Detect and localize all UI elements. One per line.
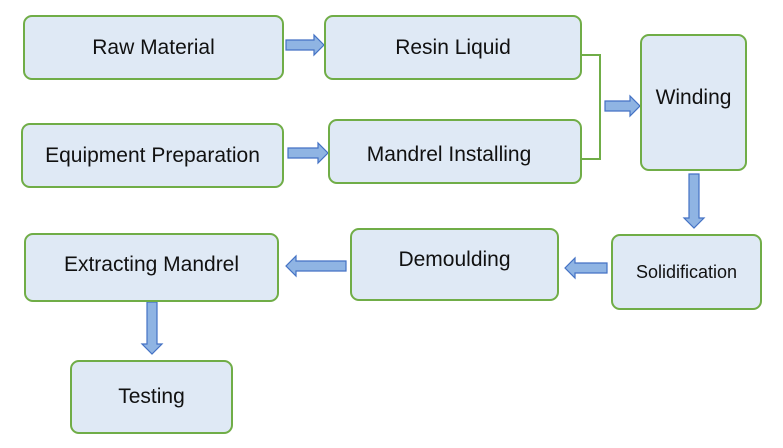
node-testing: Testing — [70, 360, 233, 434]
node-demoulding-label: Demoulding — [398, 247, 511, 271]
arrow-merge-to-winding — [604, 94, 641, 118]
arrow-winding-to-solidification — [682, 173, 706, 229]
node-solidification-label: Solidification — [635, 261, 738, 282]
node-mandrel-installing-label: Mandrel Installing — [366, 142, 532, 166]
node-extracting-mandrel: Extracting Mandrel — [24, 233, 279, 302]
arrow-extracting-to-testing — [140, 301, 164, 355]
arrow-solidification-to-demoulding — [564, 256, 608, 280]
node-resin-liquid-label: Resin Liquid — [395, 35, 511, 59]
node-raw-material-label: Raw Material — [92, 35, 215, 59]
arrow-raw-to-resin — [285, 33, 325, 57]
node-equipment-preparation: Equipment Preparation — [21, 123, 284, 188]
node-solidification: Solidification — [611, 234, 762, 310]
node-resin-liquid: Resin Liquid — [324, 15, 582, 80]
arrow-demoulding-to-extracting — [285, 254, 347, 278]
node-winding: Winding — [640, 34, 747, 171]
arrow-equipment-to-mandrel — [287, 141, 329, 165]
merge-bracket — [582, 54, 601, 160]
node-mandrel-installing: Mandrel Installing — [328, 119, 582, 184]
node-extracting-mandrel-label: Extracting Mandrel — [63, 252, 240, 276]
node-winding-label: Winding — [655, 86, 732, 109]
node-testing-label: Testing — [118, 385, 185, 408]
node-demoulding: Demoulding — [350, 228, 559, 301]
node-equipment-preparation-label: Equipment Preparation — [45, 143, 260, 167]
node-raw-material: Raw Material — [23, 15, 284, 80]
